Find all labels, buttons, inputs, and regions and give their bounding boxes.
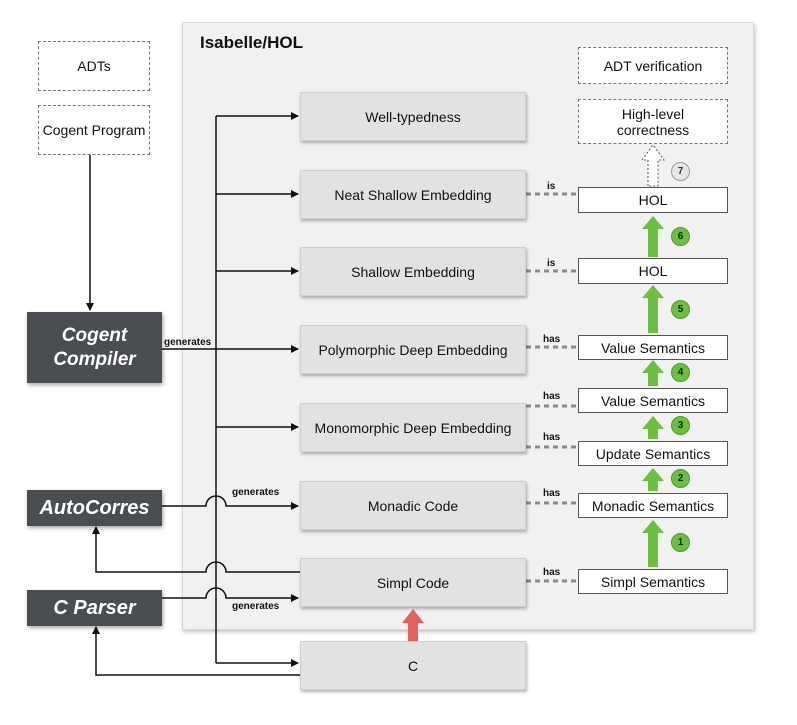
monadic-code-box: Monadic Code — [300, 481, 526, 530]
panel-title: Isabelle/HOL — [200, 33, 303, 52]
adt-verification-box: ADT verification — [578, 47, 728, 84]
step-badge-1: 1 — [671, 533, 690, 552]
step-badge-2: 2 — [671, 469, 690, 488]
label-generates-compiler: generates — [164, 337, 212, 348]
adts-box: ADTs — [38, 41, 150, 91]
label-is-neat: is — [547, 181, 556, 192]
c-box: C — [300, 641, 526, 690]
well-typedness-box: Well-typedness — [300, 92, 526, 141]
label-has-mono-update: has — [543, 432, 561, 443]
shallow-embedding-box: Shallow Embedding — [300, 247, 526, 296]
value-semantics-box-top: Value Semantics — [578, 335, 728, 360]
cogent-compiler-box: Cogent Compiler — [27, 312, 162, 383]
green-arrow-1 — [642, 520, 664, 567]
green-arrow-3 — [642, 416, 664, 439]
hol-box-bottom: HOL — [578, 258, 728, 284]
autocorres-box: AutoCorres — [27, 490, 162, 526]
label-has-simpl: has — [543, 567, 561, 578]
label-has-mono-value: has — [543, 391, 561, 402]
high-level-correctness-box: High-level correctness — [578, 99, 728, 144]
label-generates-cparser: generates — [232, 601, 280, 612]
label-has-monadic: has — [543, 488, 561, 499]
monadic-semantics-box: Monadic Semantics — [578, 493, 728, 518]
c-parser-box: C Parser — [27, 590, 162, 626]
step-badge-5: 5 — [671, 300, 690, 319]
autocorres-to-monadic-arrow — [162, 495, 299, 510]
simpl-to-autocorres-arrow — [92, 526, 300, 573]
neat-shallow-embedding-box: Neat Shallow Embedding — [300, 170, 526, 219]
hol-box-top: HOL — [578, 187, 728, 213]
simpl-semantics-box: Simpl Semantics — [578, 569, 728, 594]
label-generates-autocorres: generates — [232, 487, 280, 498]
step-badge-6: 6 — [671, 227, 690, 246]
label-is-shallow: is — [547, 258, 556, 269]
monomorphic-deep-embedding-box: Monomorphic Deep Embedding — [300, 403, 526, 452]
dashed-up-arrow — [641, 144, 665, 187]
update-semantics-box: Update Semantics — [578, 441, 728, 466]
green-arrow-2 — [642, 468, 664, 491]
label-has-poly: has — [543, 334, 561, 345]
green-arrow-4 — [642, 360, 664, 386]
green-arrow-6 — [642, 216, 664, 257]
step-badge-4: 4 — [671, 363, 690, 382]
red-arrow — [402, 609, 424, 641]
simpl-code-box: Simpl Code — [300, 558, 526, 607]
c-to-cparser-arrow — [92, 626, 300, 676]
polymorphic-deep-embedding-box: Polymorphic Deep Embedding — [300, 325, 526, 374]
green-arrow-5 — [642, 285, 664, 333]
value-semantics-box-bottom: Value Semantics — [578, 388, 728, 413]
cogent-program-box: Cogent Program — [38, 105, 150, 155]
step-badge-7: 7 — [671, 162, 690, 181]
step-badge-3: 3 — [671, 416, 690, 435]
cparser-to-simpl-arrow — [162, 587, 299, 602]
